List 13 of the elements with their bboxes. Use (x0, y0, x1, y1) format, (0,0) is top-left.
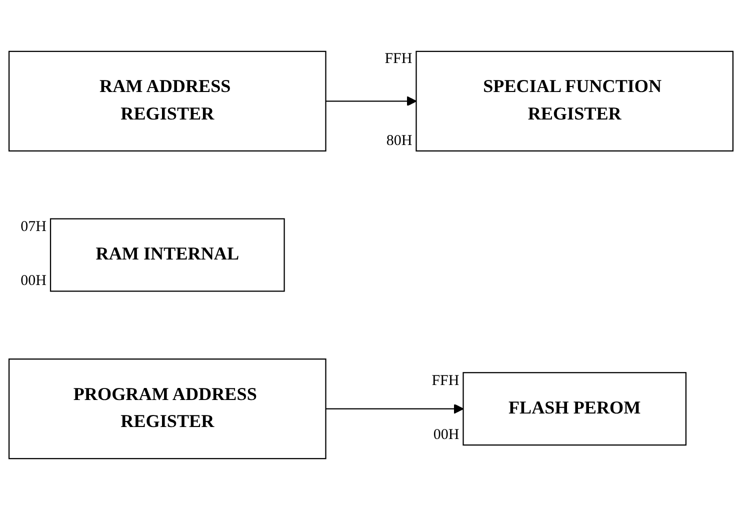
address-label: 07H (20, 218, 47, 236)
address-label: FFH (432, 372, 460, 390)
memory-box: RAM INTERNAL (50, 218, 285, 292)
address-label: 00H (20, 273, 47, 290)
arrow (326, 404, 464, 414)
address-label: 80H (386, 132, 412, 150)
memory-box: PROGRAM ADDRESS REGISTER (8, 358, 326, 460)
address-label: 00H (433, 427, 460, 444)
memory-box: SPECIAL FUNCTION REGISTER (416, 50, 734, 152)
memory-box: FLASH PEROM (462, 372, 687, 446)
memory-box: RAM ADDRESS REGISTER (8, 50, 326, 152)
arrow (326, 96, 417, 106)
address-label: FFH (384, 51, 412, 68)
